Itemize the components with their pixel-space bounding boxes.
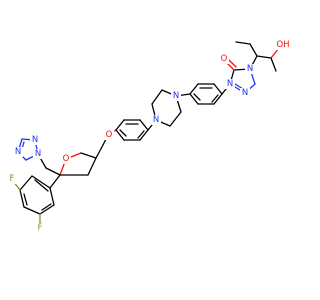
- atom-n-triazole-4: N: [32, 135, 38, 145]
- atom-n-piperazine-left: N: [153, 115, 159, 125]
- atom-o-ether: O: [106, 130, 113, 140]
- atom-o-ring: O: [63, 154, 70, 164]
- atom-f-top: F: [10, 174, 15, 184]
- atom-f-bottom: F: [38, 223, 43, 233]
- atom-n-triazolone-4: N: [227, 79, 233, 89]
- atom-n-piperazine-right: N: [173, 91, 179, 101]
- atom-hydroxyl: OH: [276, 40, 289, 50]
- atom-n-triazole-1: N: [35, 149, 41, 159]
- atom-o-carbonyl: O: [221, 54, 228, 64]
- atom-label-layer: F F O O N N N N N N N N O OH: [7, 40, 291, 233]
- molecule-structure: F F O O N N N N N N N N O OH: [7, 40, 291, 233]
- atom-n-triazolone-1: N: [247, 64, 253, 74]
- atom-n-triazolone-2: N: [242, 88, 248, 98]
- bond-layer: [12, 41, 280, 227]
- atom-n-triazole-2: N: [15, 147, 21, 157]
